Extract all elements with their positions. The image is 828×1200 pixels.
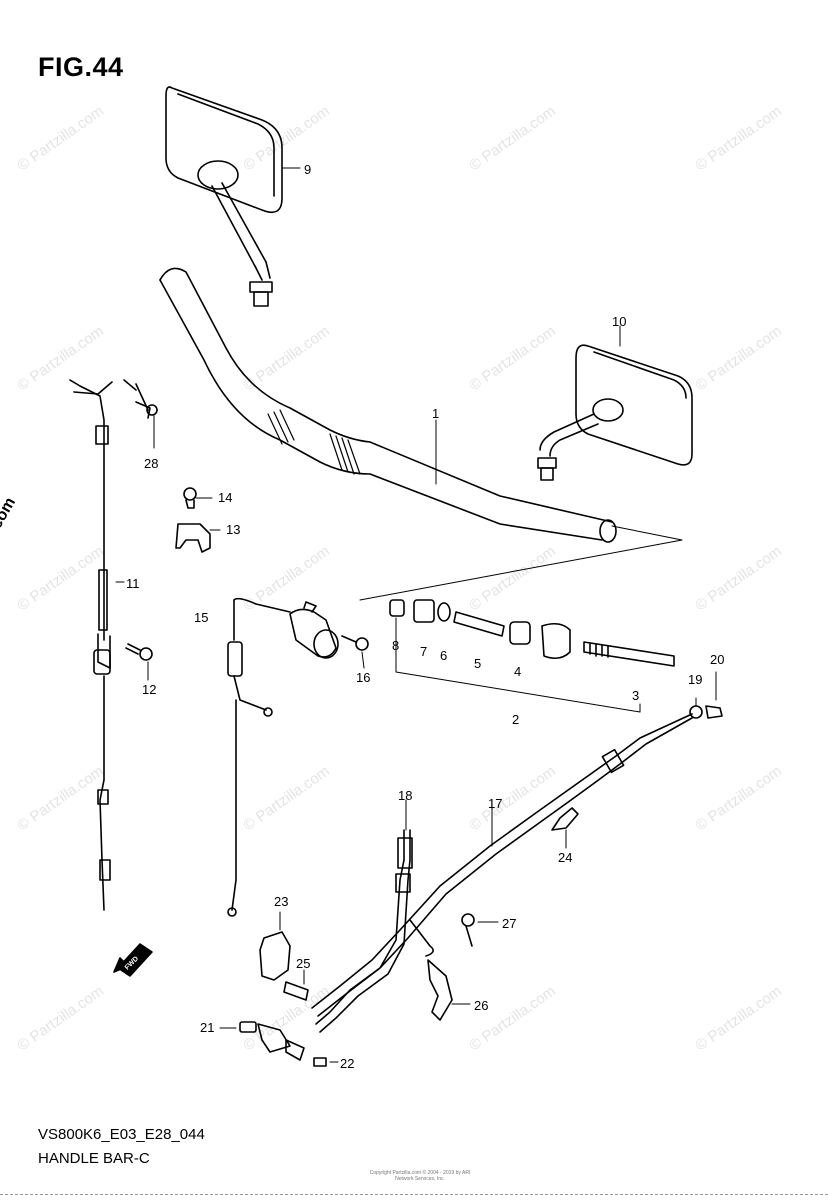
bolt-25 <box>283 969 309 1001</box>
clamp-13 <box>175 523 221 553</box>
cable-11 <box>69 379 149 911</box>
cover-23 <box>259 911 291 981</box>
callout-26: 26 <box>474 998 489 1013</box>
callout-13: 13 <box>226 522 241 537</box>
cable-18 <box>315 799 413 1033</box>
callout-20: 20 <box>710 652 725 667</box>
callout-23: 23 <box>274 894 289 909</box>
callout-12: 12 <box>142 682 157 697</box>
copyright-notice: Copyright Partzilla.com © 2004 - 2019 by… <box>369 1170 471 1182</box>
callout-3: 3 <box>632 688 640 703</box>
callout-22: 22 <box>340 1056 355 1071</box>
figure-title: FIG.44 <box>38 52 124 82</box>
screw-27 <box>461 913 499 947</box>
callout-27: 27 <box>502 916 517 931</box>
bottom-divider <box>0 1194 828 1195</box>
callout-1: 1 <box>432 406 440 421</box>
pin-21 <box>219 1021 257 1033</box>
screw-16 <box>341 635 369 669</box>
leader-line <box>359 525 683 601</box>
callout-8: 8 <box>392 638 400 653</box>
callout-9: 9 <box>304 162 312 177</box>
grip-parts <box>389 599 675 713</box>
callout-21: 21 <box>200 1020 215 1035</box>
callout-17: 17 <box>488 796 503 811</box>
callout-18: 18 <box>398 788 413 803</box>
callout-10: 10 <box>612 314 627 329</box>
callout-24: 24 <box>558 850 573 865</box>
mirror-right <box>537 325 693 481</box>
callout-14: 14 <box>218 490 233 505</box>
handlebar <box>159 267 617 543</box>
cable-17 <box>311 713 693 1017</box>
callout-11: 11 <box>126 576 140 591</box>
callout-4: 4 <box>514 664 522 679</box>
bracket-26 <box>409 919 471 1021</box>
adjuster-19-20 <box>689 671 723 719</box>
mirror-left <box>165 86 301 307</box>
section-name: HANDLE BAR-C <box>38 1150 150 1167</box>
callout-28: 28 <box>144 456 159 471</box>
callout-2: 2 <box>512 712 520 727</box>
screw-28 <box>135 401 158 449</box>
callout-5: 5 <box>474 656 482 671</box>
callout-25: 25 <box>296 956 311 971</box>
callout-6: 6 <box>440 648 448 663</box>
fwd-arrow <box>113 943 153 977</box>
callout-7: 7 <box>420 644 428 659</box>
model-code: VS800K6_E03_E28_044 <box>38 1126 205 1143</box>
callout-15: 15 <box>194 610 209 625</box>
pin-22 <box>313 1057 339 1067</box>
screw-12 <box>125 643 153 681</box>
bolt-14 <box>183 487 213 509</box>
switch-cable-15 <box>227 597 339 917</box>
cable-ends <box>257 1023 305 1061</box>
callout-16: 16 <box>356 670 371 685</box>
bracket-24 <box>551 807 579 849</box>
callout-19: 19 <box>688 672 703 687</box>
